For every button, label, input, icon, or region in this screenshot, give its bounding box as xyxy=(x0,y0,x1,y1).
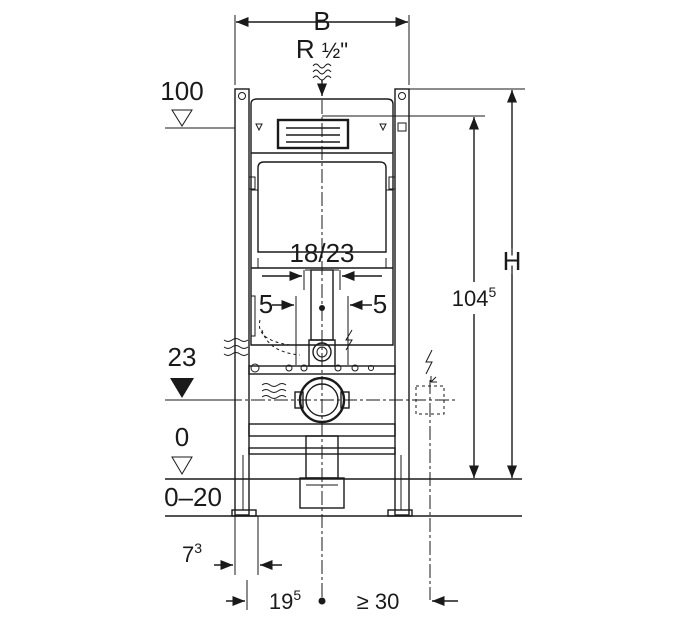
level-0-label: 0 xyxy=(175,422,189,452)
height-104-label: 1045 xyxy=(452,284,497,311)
level-23: 23 xyxy=(165,342,235,401)
bolt-spacing-label: 18/23 xyxy=(289,238,354,268)
flush-pipe xyxy=(250,269,374,373)
height-label: H xyxy=(503,246,522,276)
dimension-bolt-spacing: 18/23 xyxy=(262,238,382,290)
level-range-label: 0–20 xyxy=(164,482,222,512)
dimension-offsets: 5 5 xyxy=(259,289,387,365)
dimension-7: 73 xyxy=(182,516,282,575)
level-23-label: 23 xyxy=(168,342,197,372)
min-30-label: ≥ 30 xyxy=(357,589,400,614)
level-0: 0 0–20 xyxy=(164,422,222,512)
depth-19-label: 195 xyxy=(269,587,301,614)
offset-left-label: 5 xyxy=(259,289,273,319)
water-connection-label: R ½" xyxy=(296,34,348,64)
drain-connection xyxy=(294,376,350,509)
water-symbol-top xyxy=(312,63,332,96)
water-symbol-left xyxy=(223,338,249,356)
water-symbol-lower xyxy=(261,383,287,399)
offset-right-label: 5 xyxy=(373,289,387,319)
dimension-width: B R ½" xyxy=(234,6,410,85)
level-100: 100 xyxy=(160,76,235,129)
electrical-box xyxy=(415,349,445,415)
dimension-104: 1045 xyxy=(440,117,510,478)
dimension-19-30: 195 ≥ 30 xyxy=(226,580,458,614)
center-lines xyxy=(228,100,485,600)
level-100-label: 100 xyxy=(160,76,203,106)
dimension-height: H xyxy=(409,88,525,478)
electrical-symbol-inner xyxy=(345,329,353,351)
width-label: B xyxy=(313,6,330,36)
depth-7-label: 73 xyxy=(182,540,202,567)
